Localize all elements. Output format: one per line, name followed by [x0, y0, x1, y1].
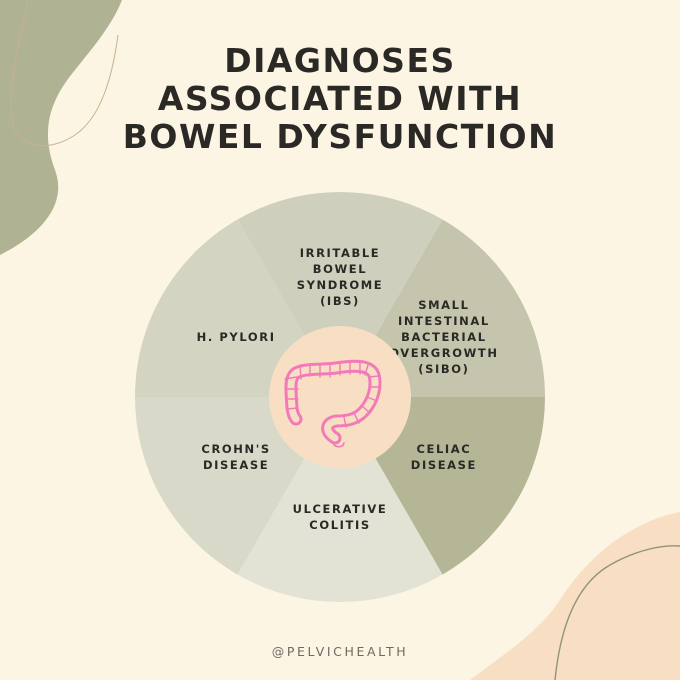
segment-label-line: DISEASE [411, 458, 477, 472]
colon-icon-folds [284, 361, 381, 428]
segment-label-line: INTESTINAL [398, 314, 490, 328]
wheel-segment [237, 397, 443, 603]
segment-label-line: (SIBO) [418, 362, 469, 376]
sage-blob-outline [10, 0, 119, 147]
segment-label-line: (IBS) [320, 294, 360, 308]
peach-blob-outline [554, 545, 680, 680]
page-title: DIAGNOSES ASSOCIATED WITH BOWEL DYSFUNCT… [0, 42, 680, 156]
title-line: DIAGNOSES [224, 41, 456, 80]
colon-icon-inner [287, 362, 379, 442]
segment-label-line: CELIAC [416, 442, 471, 456]
social-handle: @PELVICHEALTH [271, 644, 409, 659]
segment-label-line: SMALL [418, 298, 469, 312]
segment-label-line: BACTERIAL [401, 330, 487, 344]
wheel-segment [237, 191, 443, 397]
segment-label: H. PYLORI [197, 330, 276, 344]
segment-label: CELIAC DISEASE [411, 442, 477, 472]
segment-label: IRRITABLE BOWEL SYNDROME (IBS) [297, 246, 384, 308]
segment-label-line: OVERGROWTH [389, 346, 498, 360]
segment-label: ULCERATIVE COLITIS [293, 502, 388, 532]
colon-icon [284, 359, 382, 448]
segment-label-line: H. PYLORI [197, 330, 276, 344]
segment-label-line: CROHN'S [201, 442, 270, 456]
segment-label: SMALL INTESTINAL BACTERIAL OVERGROWTH (SIBO) [389, 298, 498, 376]
colon-icon-tail [333, 442, 345, 448]
title-line: ASSOCIATED WITH [157, 79, 523, 118]
segment-label-line: ULCERATIVE [293, 502, 388, 516]
title-line: BOWEL DYSFUNCTION [122, 117, 558, 156]
segment-label-line: BOWEL [313, 262, 367, 276]
segment-label-line: IRRITABLE [300, 246, 380, 260]
sage-blob [0, 0, 122, 255]
segment-label-line: COLITIS [309, 518, 370, 532]
peach-blob [470, 512, 680, 680]
segment-label: CROHN'S DISEASE [201, 442, 270, 472]
center-circle [269, 326, 411, 468]
segment-label-line: DISEASE [203, 458, 269, 472]
segment-label-line: SYNDROME [297, 278, 384, 292]
